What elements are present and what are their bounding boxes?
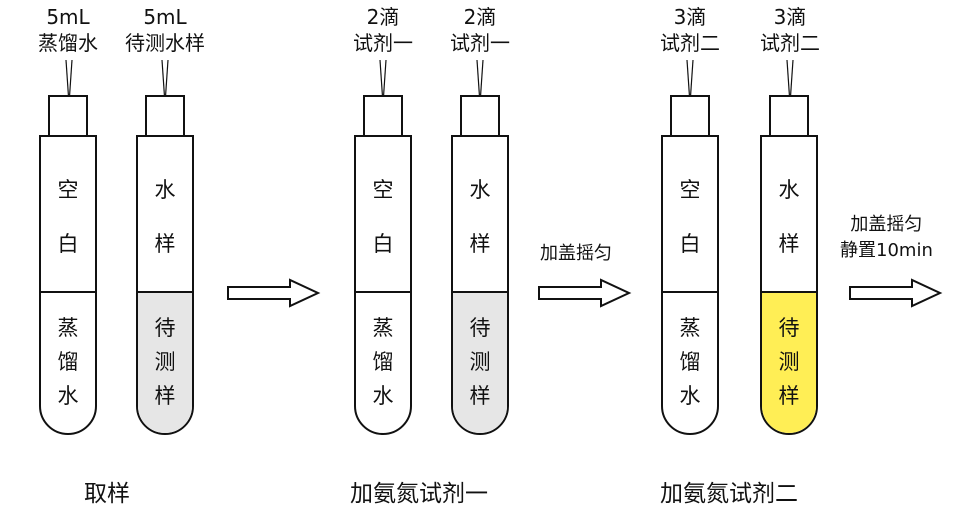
arrow-note-shake: 加盖摇匀	[540, 243, 612, 264]
test-tube-blank: 空 白 蒸 馏 水	[39, 95, 97, 437]
top-label-sample-water: 5mL 待测水样	[125, 5, 205, 55]
arrow-icon	[227, 278, 321, 308]
tube-liquid	[41, 291, 95, 433]
top-label-reagent2-blank: 3滴 试剂二	[660, 5, 720, 55]
step-label-reagent2: 加氨氮试剂二	[660, 481, 798, 507]
test-tube-blank-reagent1: 空 白 蒸 馏 水	[354, 95, 412, 437]
arrow-icon	[538, 278, 632, 308]
tube-lower-label: 蒸 馏 水	[372, 316, 394, 408]
tube-liquid	[138, 291, 192, 433]
tube-upper-label: 空 白	[679, 178, 701, 256]
tube-lower-label: 待 测 样	[778, 316, 800, 408]
test-tube-sample: 水 样 待 测 样	[136, 95, 194, 437]
tube-upper-label: 空 白	[57, 178, 79, 256]
test-tube-sample-reagent2: 水 样 待 测 样	[760, 95, 818, 437]
top-label-distilled-water: 5mL 蒸馏水	[38, 5, 98, 55]
top-label-reagent1-sample: 2滴 试剂一	[450, 5, 510, 55]
arrow-icon	[849, 278, 943, 308]
tube-liquid-yellow	[762, 291, 816, 433]
top-label-reagent2-sample: 3滴 试剂二	[760, 5, 820, 55]
tube-lower-label: 待 测 样	[469, 316, 491, 408]
tube-liquid	[453, 291, 507, 433]
tube-lower-label: 待 测 样	[154, 316, 176, 408]
test-tube-blank-reagent2: 空 白 蒸 馏 水	[661, 95, 719, 437]
step-label-sampling: 取样	[84, 481, 130, 507]
tube-lower-label: 蒸 馏 水	[57, 316, 79, 408]
tube-upper-label: 空 白	[372, 178, 394, 256]
tube-upper-label: 水 样	[469, 178, 491, 256]
top-label-reagent1-blank: 2滴 试剂一	[353, 5, 413, 55]
tube-liquid	[663, 291, 717, 433]
tube-upper-label: 水 样	[778, 178, 800, 256]
tube-lower-label: 蒸 馏 水	[679, 316, 701, 408]
arrow-note-shake-stand: 加盖摇匀 静置10min	[840, 214, 933, 261]
test-tube-sample-reagent1: 水 样 待 测 样	[451, 95, 509, 437]
tube-upper-label: 水 样	[154, 178, 176, 256]
step-label-reagent1: 加氨氮试剂一	[350, 481, 488, 507]
tube-liquid	[356, 291, 410, 433]
